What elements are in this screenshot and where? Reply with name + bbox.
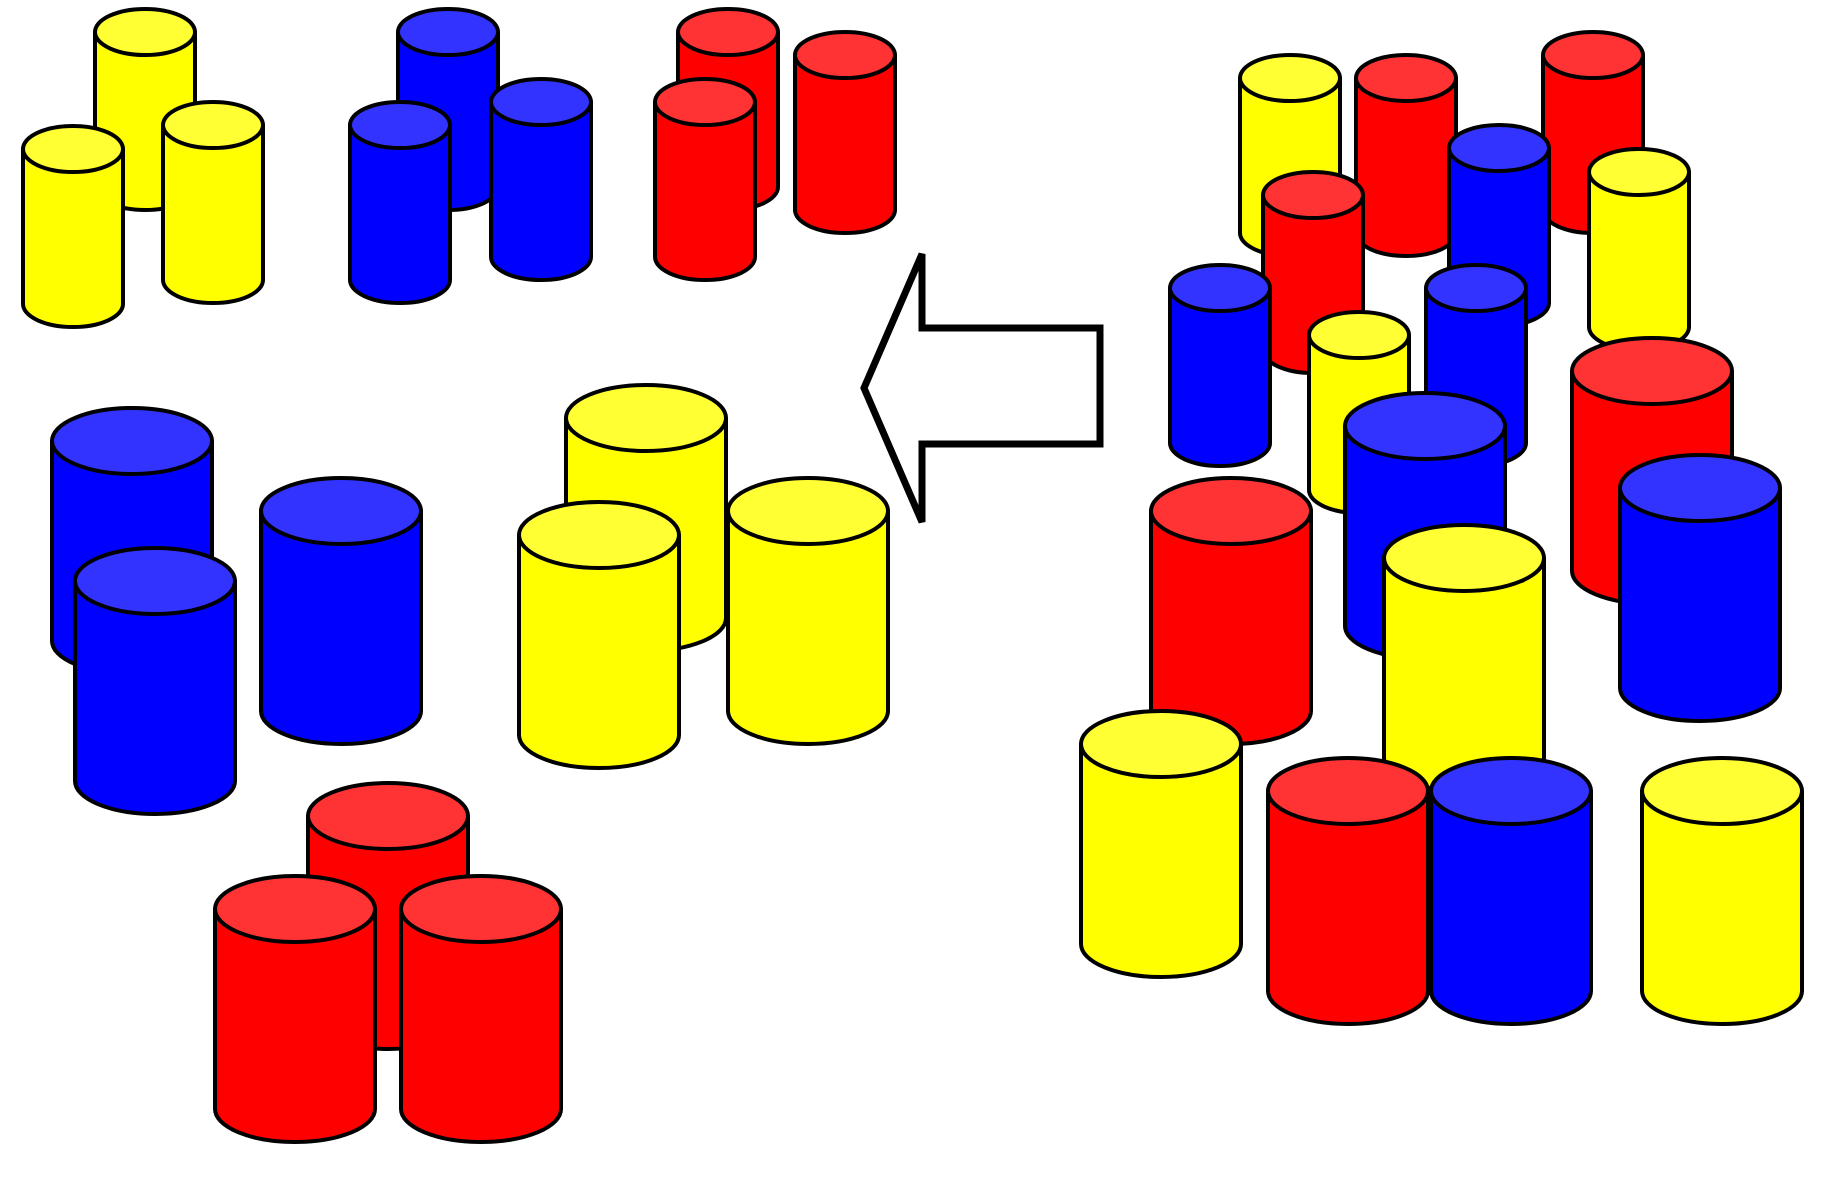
- cylinder-top: [1429, 756, 1593, 826]
- cylinder-body: [348, 123, 452, 305]
- cylinder-top: [399, 874, 563, 944]
- large-red-cylinder: [1266, 756, 1430, 1026]
- cylinder-body: [1079, 742, 1243, 979]
- cylinder-body: [653, 100, 757, 282]
- large-yellow-cylinder: [1382, 523, 1546, 793]
- cylinder-top: [1149, 476, 1313, 546]
- cylinder-top: [396, 7, 500, 57]
- group-large-yellow: [517, 383, 890, 770]
- cylinder-top: [676, 7, 780, 57]
- large-red-cylinder: [399, 874, 563, 1144]
- cylinder-body: [1640, 789, 1804, 1026]
- large-red-cylinder: [213, 874, 377, 1144]
- cylinder-body: [1587, 170, 1691, 352]
- cylinder-top: [1587, 147, 1691, 197]
- group-small-yellow: [21, 7, 265, 329]
- cylinder-top: [213, 874, 377, 944]
- cylinder-top: [1382, 523, 1546, 593]
- large-yellow-cylinder: [726, 476, 890, 746]
- cylinder-top: [306, 781, 470, 851]
- cylinder-top: [1424, 263, 1528, 313]
- cylinder-top: [348, 100, 452, 150]
- large-blue-cylinder: [1618, 453, 1782, 723]
- group-small-blue: [348, 7, 593, 305]
- cylinder-top: [73, 546, 237, 616]
- cylinder-body: [489, 100, 593, 282]
- cylinder-body: [793, 53, 897, 235]
- cylinder-body: [1266, 789, 1430, 1026]
- large-yellow-cylinder: [517, 500, 681, 770]
- cylinder-body: [1168, 286, 1272, 468]
- cylinder-body: [161, 123, 265, 305]
- cylinder-top: [259, 476, 423, 546]
- cylinder-top: [1640, 756, 1804, 826]
- group-large-blue: [50, 406, 423, 816]
- small-blue-cylinder: [348, 100, 452, 305]
- left-arrow-icon: [860, 252, 1104, 524]
- cylinder-body: [213, 907, 377, 1144]
- sorted-groups: [21, 7, 897, 1144]
- large-red-cylinder: [1149, 476, 1313, 746]
- small-red-cylinder: [793, 30, 897, 235]
- group-small-red: [653, 7, 897, 282]
- cylinder-body: [1618, 486, 1782, 723]
- cylinder-top: [50, 406, 214, 476]
- cylinder-top: [1447, 123, 1551, 173]
- cylinder-top: [489, 77, 593, 127]
- small-yellow-cylinder: [161, 100, 265, 305]
- mixed-pile: [1079, 30, 1804, 1026]
- cylinder-top: [517, 500, 681, 570]
- cylinder-body: [399, 907, 563, 1144]
- small-yellow-cylinder: [21, 124, 125, 329]
- cylinder-top: [1354, 53, 1458, 103]
- cylinder-top: [1343, 391, 1507, 461]
- large-yellow-cylinder: [1079, 709, 1243, 979]
- cylinder-top: [793, 30, 897, 80]
- cylinder-top: [1307, 310, 1411, 360]
- cylinder-body: [21, 147, 125, 329]
- cylinder-body: [73, 579, 237, 816]
- cylinder-body: [1354, 76, 1458, 258]
- small-red-cylinder: [653, 77, 757, 282]
- cylinder-top: [1541, 30, 1645, 80]
- cylinder-top: [161, 100, 265, 150]
- small-red-cylinder: [1354, 53, 1458, 258]
- cylinder-top: [726, 476, 890, 546]
- small-yellow-cylinder: [1587, 147, 1691, 352]
- cylinder-body: [517, 533, 681, 770]
- cylinder-top: [564, 383, 728, 453]
- cylinder-top: [1168, 263, 1272, 313]
- cylinder-top: [21, 124, 125, 174]
- large-blue-cylinder: [1429, 756, 1593, 1026]
- cylinder-top: [1261, 170, 1365, 220]
- cylinder-top: [1079, 709, 1243, 779]
- cylinder-top: [93, 7, 197, 57]
- large-yellow-cylinder: [1640, 756, 1804, 1026]
- cylinder-top: [1266, 756, 1430, 826]
- cylinder-body: [726, 509, 890, 746]
- large-blue-cylinder: [259, 476, 423, 746]
- cylinder-top: [653, 77, 757, 127]
- cylinder-top: [1570, 336, 1734, 406]
- cylinder-body: [1429, 789, 1593, 1026]
- arrow-group: [860, 252, 1104, 524]
- cylinder-body: [259, 509, 423, 746]
- cylinder-top: [1618, 453, 1782, 523]
- cylinder-top: [1238, 53, 1342, 103]
- small-blue-cylinder: [1168, 263, 1272, 468]
- small-blue-cylinder: [489, 77, 593, 282]
- group-large-red: [213, 781, 563, 1144]
- large-blue-cylinder: [73, 546, 237, 816]
